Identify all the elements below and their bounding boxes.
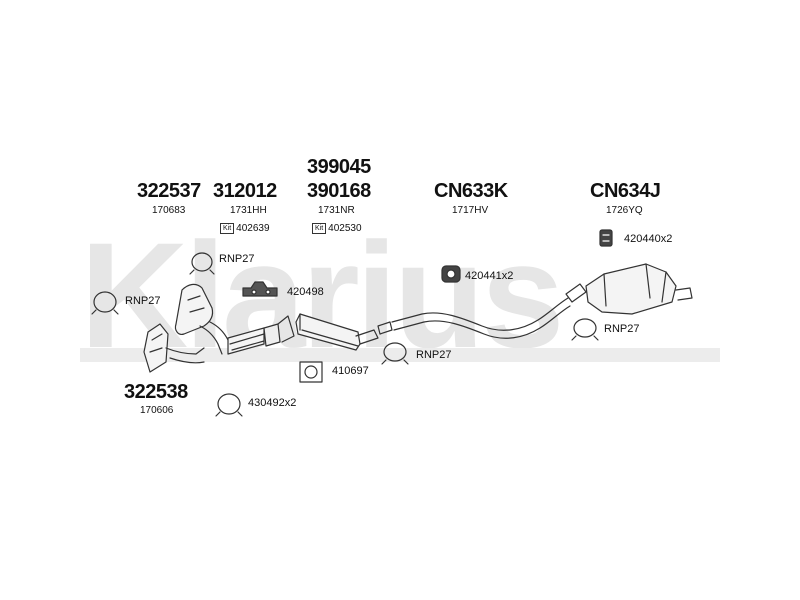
part-number-322537: 322537	[137, 180, 201, 202]
gasket-icon-410697	[299, 361, 323, 383]
hanger-icon-420440	[599, 229, 613, 247]
fitting-label-410697: 410697	[332, 365, 369, 377]
part-code-1726YQ: 1726YQ	[606, 205, 643, 216]
catalytic-converter-icon-322538	[143, 323, 205, 373]
manifold-pipe-icon-322537	[174, 283, 229, 355]
part-number-CN633K: CN633K	[434, 180, 508, 202]
fitting-label-420440x2: 420440x2	[624, 233, 673, 245]
rear-silencer-icon-CN634J	[565, 263, 693, 315]
kit-402530: Kit 402530	[312, 223, 362, 234]
part-code-1731NR: 1731NR	[318, 205, 355, 216]
part-code-1717HV: 1717HV	[452, 205, 489, 216]
part-number-399045: 399045	[307, 156, 371, 178]
part-code-1731HH: 1731HH	[230, 205, 267, 216]
front-pipe-icon-312012	[227, 315, 295, 355]
clamp-icon-430492	[215, 393, 243, 417]
clamp-icon-rnp27-right	[571, 318, 599, 341]
fitting-label-420498: 420498	[287, 286, 324, 298]
clamp-icon-rnp27-top	[189, 252, 215, 275]
part-number-390168: 390168	[307, 180, 371, 202]
centre-silencer-icon-390168	[295, 313, 379, 351]
kit-code: 402639	[236, 223, 270, 234]
fitting-label-rnp27-top: RNP27	[219, 253, 255, 265]
kit-tag: Kit	[220, 223, 235, 234]
part-code-170606: 170606	[140, 405, 174, 416]
clamp-icon-rnp27-center	[381, 342, 409, 365]
bracket-icon-420498	[242, 281, 278, 297]
watermark-band	[80, 348, 720, 362]
part-number-CN634J: CN634J	[590, 180, 661, 202]
fitting-label-420441x2: 420441x2	[465, 270, 514, 282]
fitting-label-rnp27-right: RNP27	[604, 323, 640, 335]
clamp-icon-rnp27-left	[91, 291, 119, 315]
kit-code: 402530	[328, 223, 362, 234]
fitting-label-rnp27-left: RNP27	[125, 295, 161, 307]
intermediate-pipe-icon-CN633K	[377, 297, 571, 339]
part-number-312012: 312012	[213, 180, 277, 202]
fitting-label-430492x2: 430492x2	[248, 397, 297, 409]
fitting-label-rnp27-center: RNP27	[416, 349, 452, 361]
kit-tag: Kit	[312, 223, 327, 234]
rubber-mount-icon-420441	[441, 265, 461, 283]
kit-402639: Kit 402639	[220, 223, 270, 234]
part-code-170683: 170683	[152, 205, 186, 216]
part-number-322538: 322538	[124, 381, 188, 403]
